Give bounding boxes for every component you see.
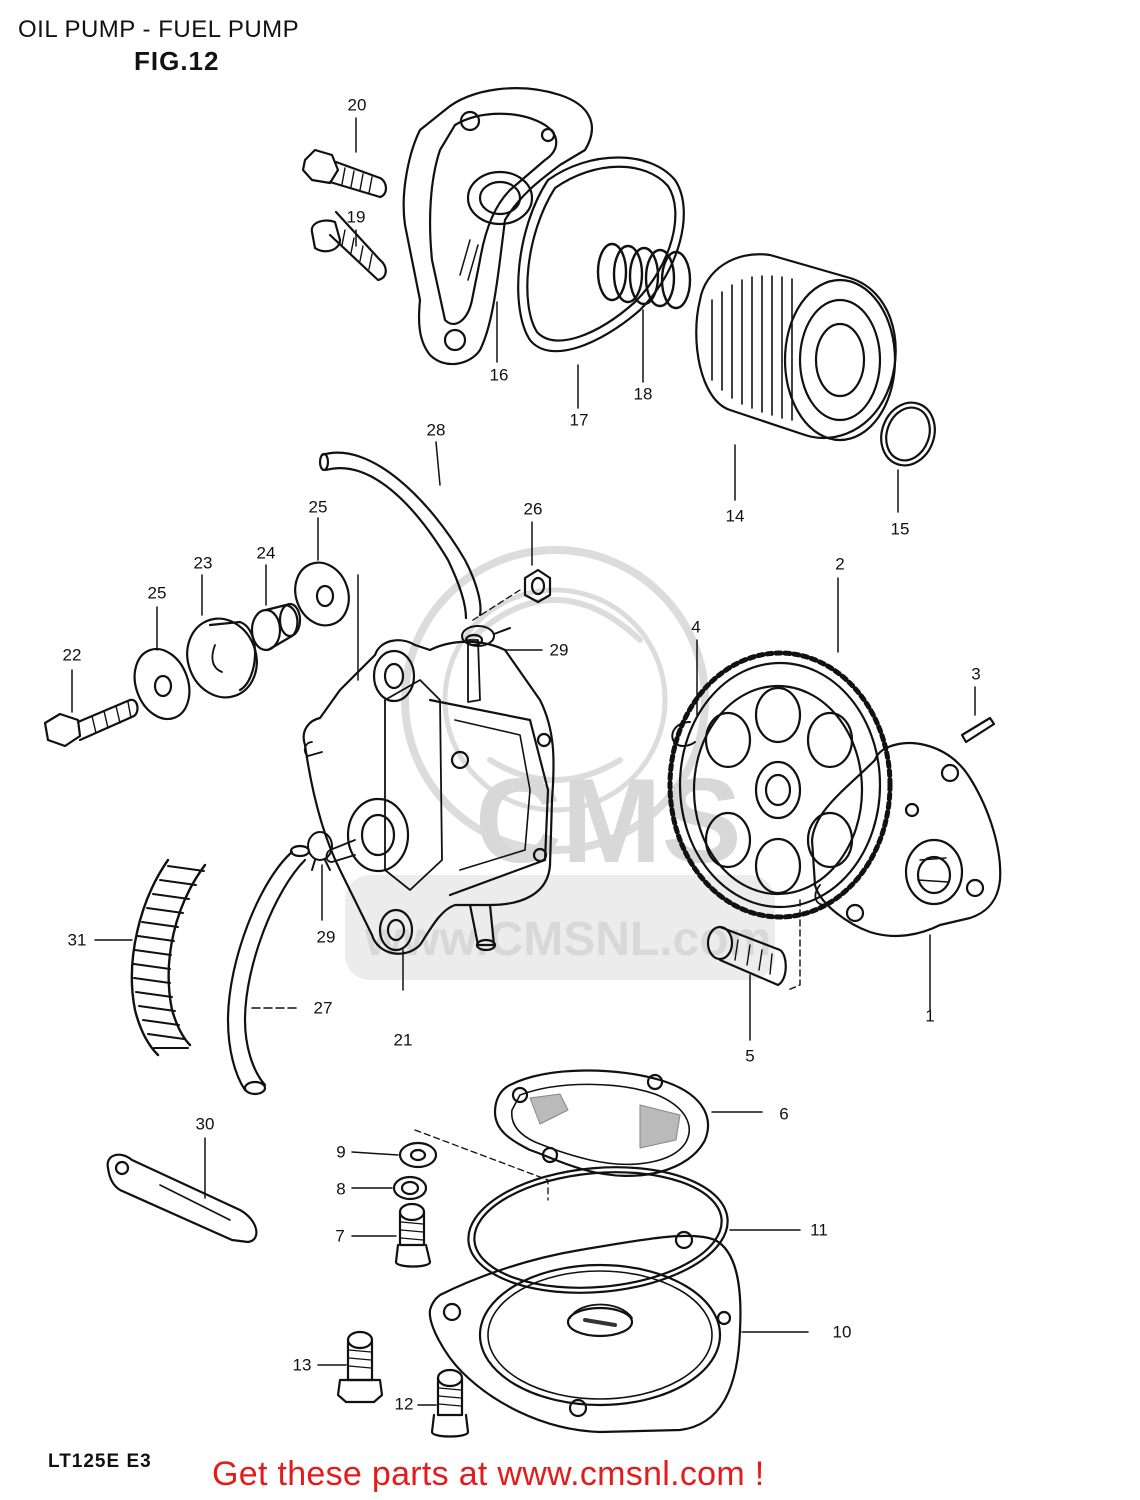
watermark: CMS www.CMSNL.com xyxy=(345,546,775,980)
callout-7: 7 xyxy=(335,1226,344,1245)
callout-11: 11 xyxy=(810,1220,828,1239)
o-ring-11 xyxy=(467,1166,729,1294)
screw-7 xyxy=(394,1202,432,1268)
callout-labels: 1 2 3 4 5 6 7 8 9 10 11 12 13 14 15 16 1… xyxy=(63,95,981,1413)
callout-30: 30 xyxy=(196,1114,215,1133)
screw-5 xyxy=(706,925,787,987)
o-ring-15 xyxy=(880,401,936,467)
screw-12 xyxy=(430,1368,470,1438)
callout-29-upper: 29 xyxy=(550,640,569,659)
oil-filter-14 xyxy=(695,253,897,442)
callout-29-lower: 29 xyxy=(317,927,336,946)
model-code: LT125E E3 xyxy=(48,1451,152,1472)
o-ring-17 xyxy=(517,156,685,353)
callout-26: 26 xyxy=(524,499,543,518)
watermark-brand: CMS xyxy=(475,754,742,888)
bracket-30 xyxy=(106,1153,258,1244)
callout-28: 28 xyxy=(427,420,446,439)
page-title: OIL PUMP - FUEL PUMP xyxy=(18,16,300,43)
callout-23: 23 xyxy=(194,553,213,572)
fuel-hose-27 xyxy=(226,844,311,1096)
callout-22: 22 xyxy=(63,645,82,664)
callout-15: 15 xyxy=(891,519,910,538)
bushing-23 xyxy=(186,617,258,699)
callout-3: 3 xyxy=(971,664,980,683)
oil-strainer-6 xyxy=(493,1069,710,1177)
bolt-13 xyxy=(336,1330,384,1404)
callout-4: 4 xyxy=(691,617,700,636)
callout-18: 18 xyxy=(634,384,653,403)
spring-18 xyxy=(596,242,692,310)
callout-6: 6 xyxy=(779,1104,788,1123)
callout-24: 24 xyxy=(257,543,276,562)
figure-number: FIG.12 xyxy=(134,46,220,76)
callout-12: 12 xyxy=(395,1394,414,1413)
clip-29-upper xyxy=(461,625,511,647)
callout-2: 2 xyxy=(835,554,844,573)
callout-19: 19 xyxy=(347,207,366,226)
oil-pump-gear-2 xyxy=(667,650,893,920)
pin-3 xyxy=(960,716,996,744)
fuel-hose-28 xyxy=(318,451,482,620)
washer-25-lower xyxy=(133,647,191,721)
spring-sleeve-31 xyxy=(130,858,207,1057)
callout-13: 13 xyxy=(293,1355,312,1374)
nut-26 xyxy=(523,568,552,604)
callout-5: 5 xyxy=(745,1046,754,1065)
callout-27: 27 xyxy=(314,998,333,1017)
callout-9: 9 xyxy=(336,1142,345,1161)
washer-25-upper xyxy=(294,561,350,627)
oil-pump-body-1 xyxy=(810,742,1002,938)
callout-20: 20 xyxy=(348,95,367,114)
oil-filter-cover-16 xyxy=(402,87,593,366)
callout-10: 10 xyxy=(833,1322,852,1341)
bolt-19 xyxy=(310,210,387,282)
callout-16: 16 xyxy=(490,365,509,384)
callout-21: 21 xyxy=(394,1030,413,1049)
oil-pump-cover-10 xyxy=(428,1230,742,1434)
promo-link[interactable]: Get these parts at www.cmsnl.com ! xyxy=(212,1455,765,1493)
collar-24 xyxy=(250,602,302,652)
watermark-url: www.CMSNL.com xyxy=(364,913,771,966)
callout-25-upper: 25 xyxy=(309,497,328,516)
callout-1: 1 xyxy=(925,1006,934,1025)
callout-14: 14 xyxy=(726,506,745,525)
clip-29-lower xyxy=(307,831,333,871)
bolt-20 xyxy=(301,148,388,199)
callout-31: 31 xyxy=(68,930,87,949)
circlip-4 xyxy=(671,721,696,747)
bolt-22 xyxy=(43,698,139,748)
callout-8: 8 xyxy=(336,1179,345,1198)
callout-25-lower: 25 xyxy=(148,583,167,602)
washer-9 xyxy=(398,1141,438,1169)
lock-washer-8 xyxy=(392,1175,428,1201)
callout-17: 17 xyxy=(570,410,589,429)
